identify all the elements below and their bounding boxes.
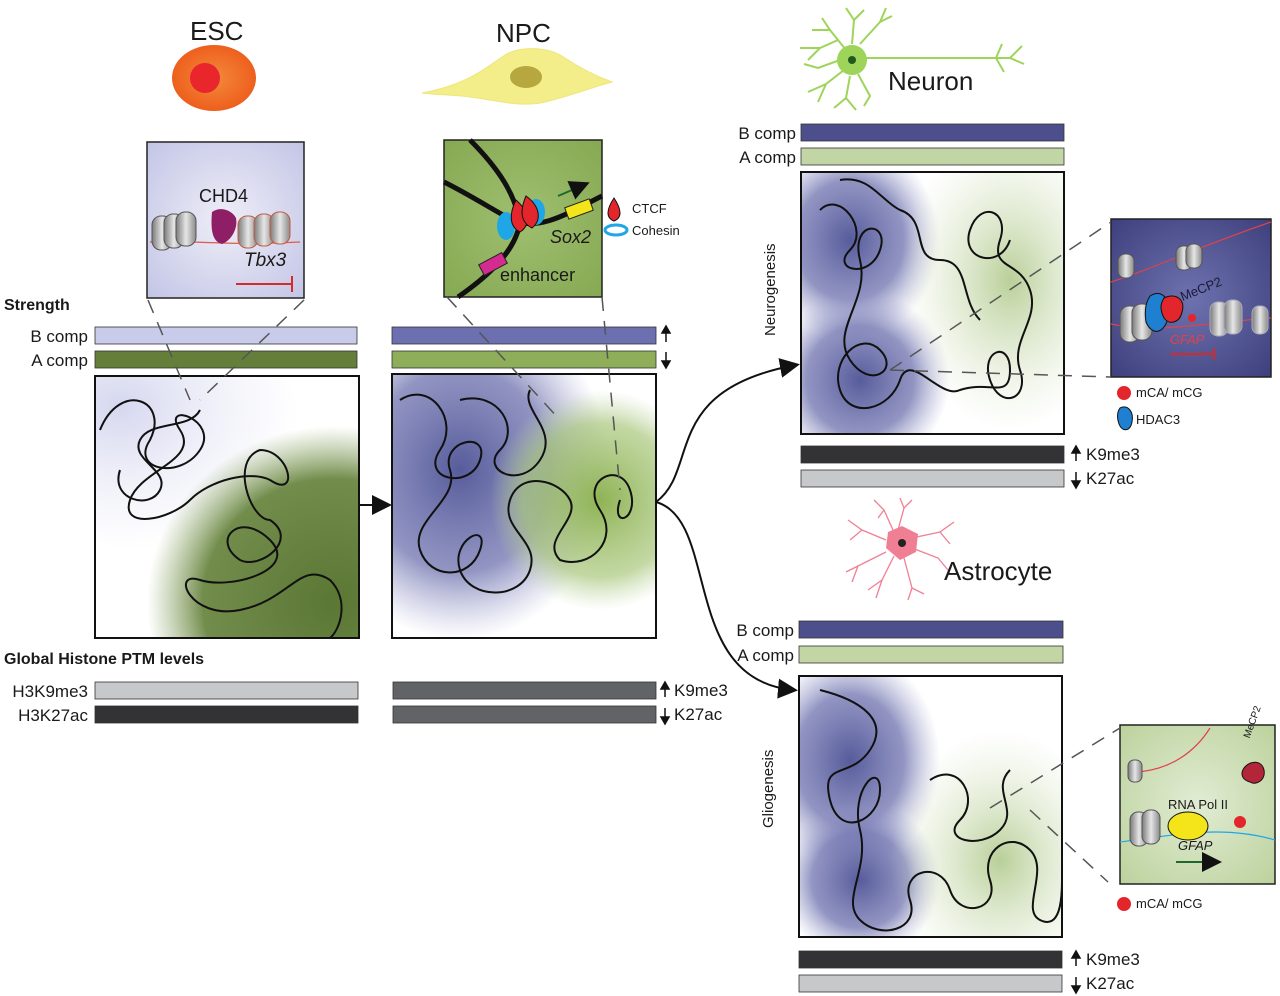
enhancer-icon xyxy=(478,251,508,277)
cohesin-ring-icon xyxy=(497,212,515,240)
zoom-lines xyxy=(147,221,1121,883)
gfap-active-label: GFAP xyxy=(1178,838,1213,853)
chd4-label: CHD4 xyxy=(199,186,249,206)
esc-title: ESC xyxy=(190,16,244,46)
esc-h3k9me3-bar xyxy=(94,681,359,700)
up-arrow-icon xyxy=(1070,949,1082,966)
astro-b-comp-label: B comp xyxy=(736,621,794,640)
npc-inset xyxy=(442,138,604,300)
sox2-gene-icon xyxy=(564,198,594,220)
astro-b-comp-bar xyxy=(798,620,1064,639)
neuron-inset xyxy=(1110,218,1272,378)
esc-b-comp-label: B comp xyxy=(30,327,88,346)
nucleosome-icon xyxy=(151,211,197,251)
up-arrow-icon xyxy=(659,680,671,697)
cohesin-legend-icon xyxy=(603,223,629,237)
astro-a-comp-label: A comp xyxy=(737,646,794,665)
npc-k27ac-bar xyxy=(392,705,657,724)
neuron-b-comp-bar xyxy=(800,123,1065,142)
h3k9me3-label: H3K9me3 xyxy=(12,682,88,701)
neuron-b-comp-label: B comp xyxy=(738,124,796,143)
gliogenesis-label: Gliogenesis xyxy=(760,749,777,828)
tbx3-label: Tbx3 xyxy=(244,250,287,271)
npc-title: NPC xyxy=(496,18,551,48)
sox2-label: Sox2 xyxy=(550,227,592,247)
repression-icon xyxy=(1170,348,1215,360)
gfap-repressed-label: GFAP xyxy=(1170,332,1205,347)
hdac3-legend-label: HDAC3 xyxy=(1136,412,1181,427)
hdac3-legend-icon xyxy=(1117,406,1133,431)
cohesin-legend-label: Cohesin xyxy=(632,223,680,238)
astrocyte-inset xyxy=(1119,724,1276,885)
neuron-k27ac-bar xyxy=(800,469,1065,488)
rna-pol-ii-icon xyxy=(1167,811,1209,841)
astrocyte-cell-icon xyxy=(845,497,955,601)
down-arrow-icon xyxy=(659,708,671,726)
neuron-a-comp-label: A comp xyxy=(739,148,796,167)
down-arrow-icon xyxy=(1070,977,1082,995)
npc-k9me3-bar xyxy=(392,681,657,700)
esc-h3k27ac-bar xyxy=(94,705,359,724)
esc-inset xyxy=(146,141,305,299)
mecp2-protein-icon xyxy=(1160,295,1184,323)
astro-a-comp-bar xyxy=(798,645,1064,664)
esc-cell-icon xyxy=(172,45,256,111)
activation-arrow-icon xyxy=(557,181,590,200)
down-arrow-icon xyxy=(660,352,672,370)
esc-a-comp-bar xyxy=(94,350,358,369)
esc-chromatin-box xyxy=(94,375,360,639)
astro-k9me3-bar xyxy=(798,950,1063,969)
strength-heading: Strength xyxy=(4,297,70,314)
npc-b-comp-bar xyxy=(391,326,657,345)
npc-chromatin-box xyxy=(391,373,657,639)
neuron-a-comp-bar xyxy=(800,147,1065,166)
ctcf-legend-label: CTCF xyxy=(632,201,667,216)
neuron-title: Neuron xyxy=(888,66,974,96)
astrocyte-chromatin-box xyxy=(798,675,1063,938)
rna-pol-ii-label: RNA Pol II xyxy=(1168,797,1228,812)
npc-a-comp-bar xyxy=(391,350,657,369)
neuron-k9me3-bar xyxy=(800,445,1065,464)
astro-k27ac-bar xyxy=(798,974,1063,993)
astro-k27ac-label: K27ac xyxy=(1086,974,1135,993)
mca-mcg-legend-icon xyxy=(1117,386,1131,400)
npc-to-astrocyte-arrow xyxy=(655,501,798,699)
esc-b-comp-bar xyxy=(94,326,358,345)
up-arrow-icon xyxy=(1070,444,1082,461)
down-arrow-icon xyxy=(1070,472,1082,490)
astro-k9me3-label: K9me3 xyxy=(1086,950,1140,969)
neuron-k9me3-label: K9me3 xyxy=(1086,445,1140,464)
neurogenesis-label: Neurogenesis xyxy=(762,243,779,336)
nucleosome-icon xyxy=(237,211,291,249)
chd4-protein-icon xyxy=(211,209,237,244)
global-ptm-heading: Global Histone PTM levels xyxy=(4,651,205,668)
mca-mcg-astro-legend-label: mCA/ mCG xyxy=(1136,896,1203,911)
npc-cell-icon xyxy=(421,48,614,105)
ctcf-legend-icon xyxy=(607,197,621,222)
up-arrow-icon xyxy=(660,324,672,342)
npc-to-neuron-arrow xyxy=(655,358,800,503)
npc-k27ac-label: K27ac xyxy=(674,705,723,724)
neuron-cell-icon xyxy=(800,7,1025,111)
esc-a-comp-label: A comp xyxy=(31,351,88,370)
neuron-chromatin-box xyxy=(800,171,1065,435)
h3k27ac-label: H3K27ac xyxy=(18,706,88,725)
mecp2-protein-icon xyxy=(1241,761,1265,784)
neuron-k27ac-label: K27ac xyxy=(1086,469,1135,488)
astrocyte-title: Astrocyte xyxy=(944,556,1053,586)
mca-mcg-legend-label: mCA/ mCG xyxy=(1136,385,1203,400)
enhancer-label: enhancer xyxy=(500,265,576,285)
repression-icon xyxy=(236,276,293,292)
npc-k9me3-label: K9me3 xyxy=(674,681,728,700)
ctcf-protein-icon xyxy=(521,195,539,229)
mca-mcg-legend-icon xyxy=(1117,897,1131,911)
